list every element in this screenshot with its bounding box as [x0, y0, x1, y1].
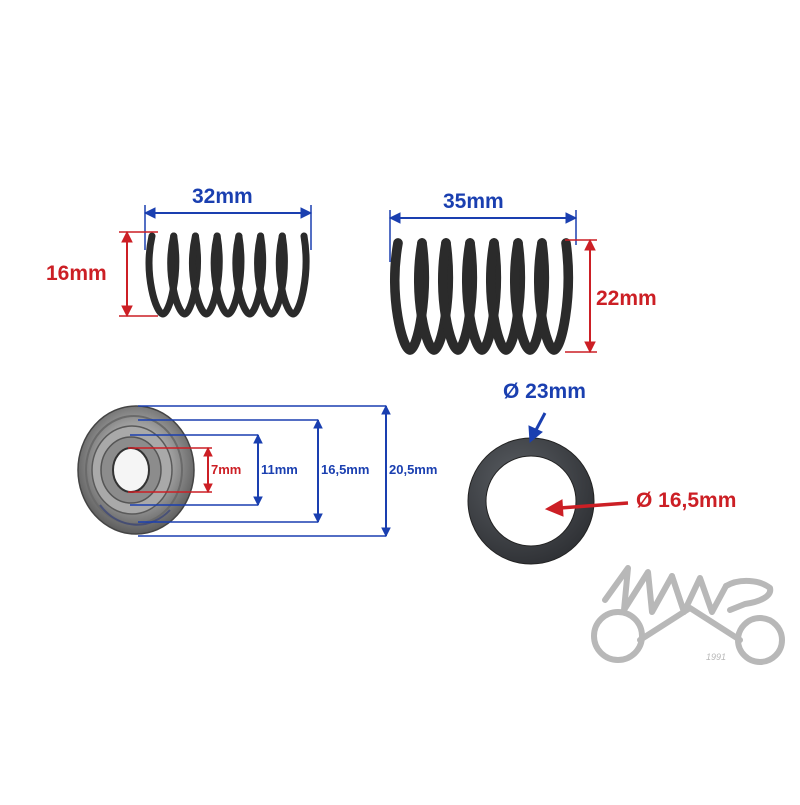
- spring-coil: [414, 238, 453, 355]
- large-spring-diameter-dimension: [565, 238, 597, 354]
- spring-coil: [254, 232, 288, 318]
- small-spring-length-label: 32mm: [192, 185, 253, 208]
- large-spring-diameter-label: 22mm: [596, 287, 657, 310]
- spring-coil: [438, 238, 477, 355]
- spring-coil: [534, 238, 573, 355]
- retainer-11mm-label: 11mm: [261, 462, 298, 477]
- spring-coil: [167, 232, 201, 318]
- small-spring-length-dimension: [143, 205, 313, 250]
- brand-logo: [591, 565, 785, 665]
- spring-retainer: [77, 405, 195, 535]
- spring-coil: [486, 238, 525, 355]
- spring-coil: [390, 238, 429, 355]
- washer-outer-arrow: [528, 412, 547, 444]
- small-spring-diameter-dimension: [119, 230, 158, 318]
- retainer-inner-diameter-label: 7mm: [211, 462, 242, 477]
- small-spring: [145, 232, 310, 318]
- large-spring: [390, 238, 573, 355]
- spring-coil: [275, 232, 310, 318]
- washer-inner-diameter-label: Ø 16,5mm: [636, 489, 737, 512]
- spring-coil: [145, 232, 180, 318]
- washer-inner-arrow: [544, 499, 629, 517]
- spring-coil: [462, 238, 501, 355]
- large-spring-length-label: 35mm: [443, 190, 504, 213]
- spring-coil: [189, 232, 223, 318]
- spring-coil: [210, 232, 245, 318]
- washer-outer-diameter-label: Ø 23mm: [503, 380, 586, 403]
- large-spring-length-dimension: [388, 210, 578, 262]
- retainer-16-5mm-label: 16,5mm: [321, 462, 370, 477]
- washer: [467, 437, 595, 565]
- logo-year: 1991: [706, 652, 727, 662]
- retainer-20-5mm-label: 20,5mm: [389, 462, 438, 477]
- spring-coil: [510, 238, 549, 355]
- small-spring-diameter-label: 16mm: [46, 262, 107, 285]
- spring-coil: [232, 232, 267, 318]
- retainer-dimension-lines: [128, 404, 391, 538]
